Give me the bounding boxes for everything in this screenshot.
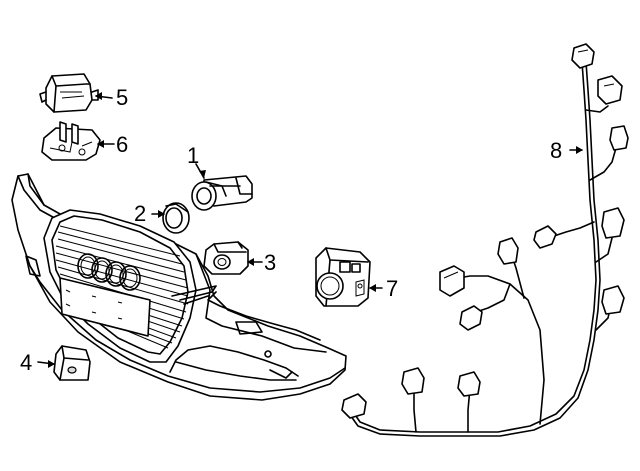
harness-connector — [601, 285, 625, 315]
part-3-sensor-holder — [203, 241, 249, 275]
part-7-control-module — [315, 247, 371, 307]
part-6-mounting-bracket — [41, 121, 101, 161]
harness-connector — [609, 125, 629, 151]
harness-connector — [571, 43, 595, 69]
callout-2: 2 — [134, 201, 146, 226]
harness-connector — [497, 237, 519, 265]
harness-connector — [533, 225, 557, 249]
part-1-parking-sensor — [191, 175, 253, 211]
harness-connector — [457, 371, 481, 397]
part-5-sensor-cover — [39, 73, 99, 113]
harness-connector — [459, 305, 483, 331]
callout-6: 6 — [116, 132, 128, 157]
harness-connector — [597, 75, 623, 105]
brand-rings-logo — [77, 253, 141, 291]
callout-5: 5 — [116, 85, 128, 110]
harness-connector — [401, 367, 425, 395]
callout-7: 7 — [386, 276, 398, 301]
callout-4: 4 — [20, 350, 32, 375]
callout-3: 3 — [264, 250, 276, 275]
part-2-sensor-retainer-ring — [162, 202, 190, 234]
harness-connector — [601, 207, 625, 239]
grille — [43, 209, 217, 363]
harness-connector — [439, 265, 465, 297]
part-8-wiring-harness — [341, 43, 629, 437]
callout-1: 1 — [187, 143, 199, 168]
harness-connector — [341, 393, 367, 419]
part-4-bracket — [53, 345, 91, 381]
callout-arrows — [37, 92, 583, 368]
callout-8: 8 — [550, 138, 562, 163]
